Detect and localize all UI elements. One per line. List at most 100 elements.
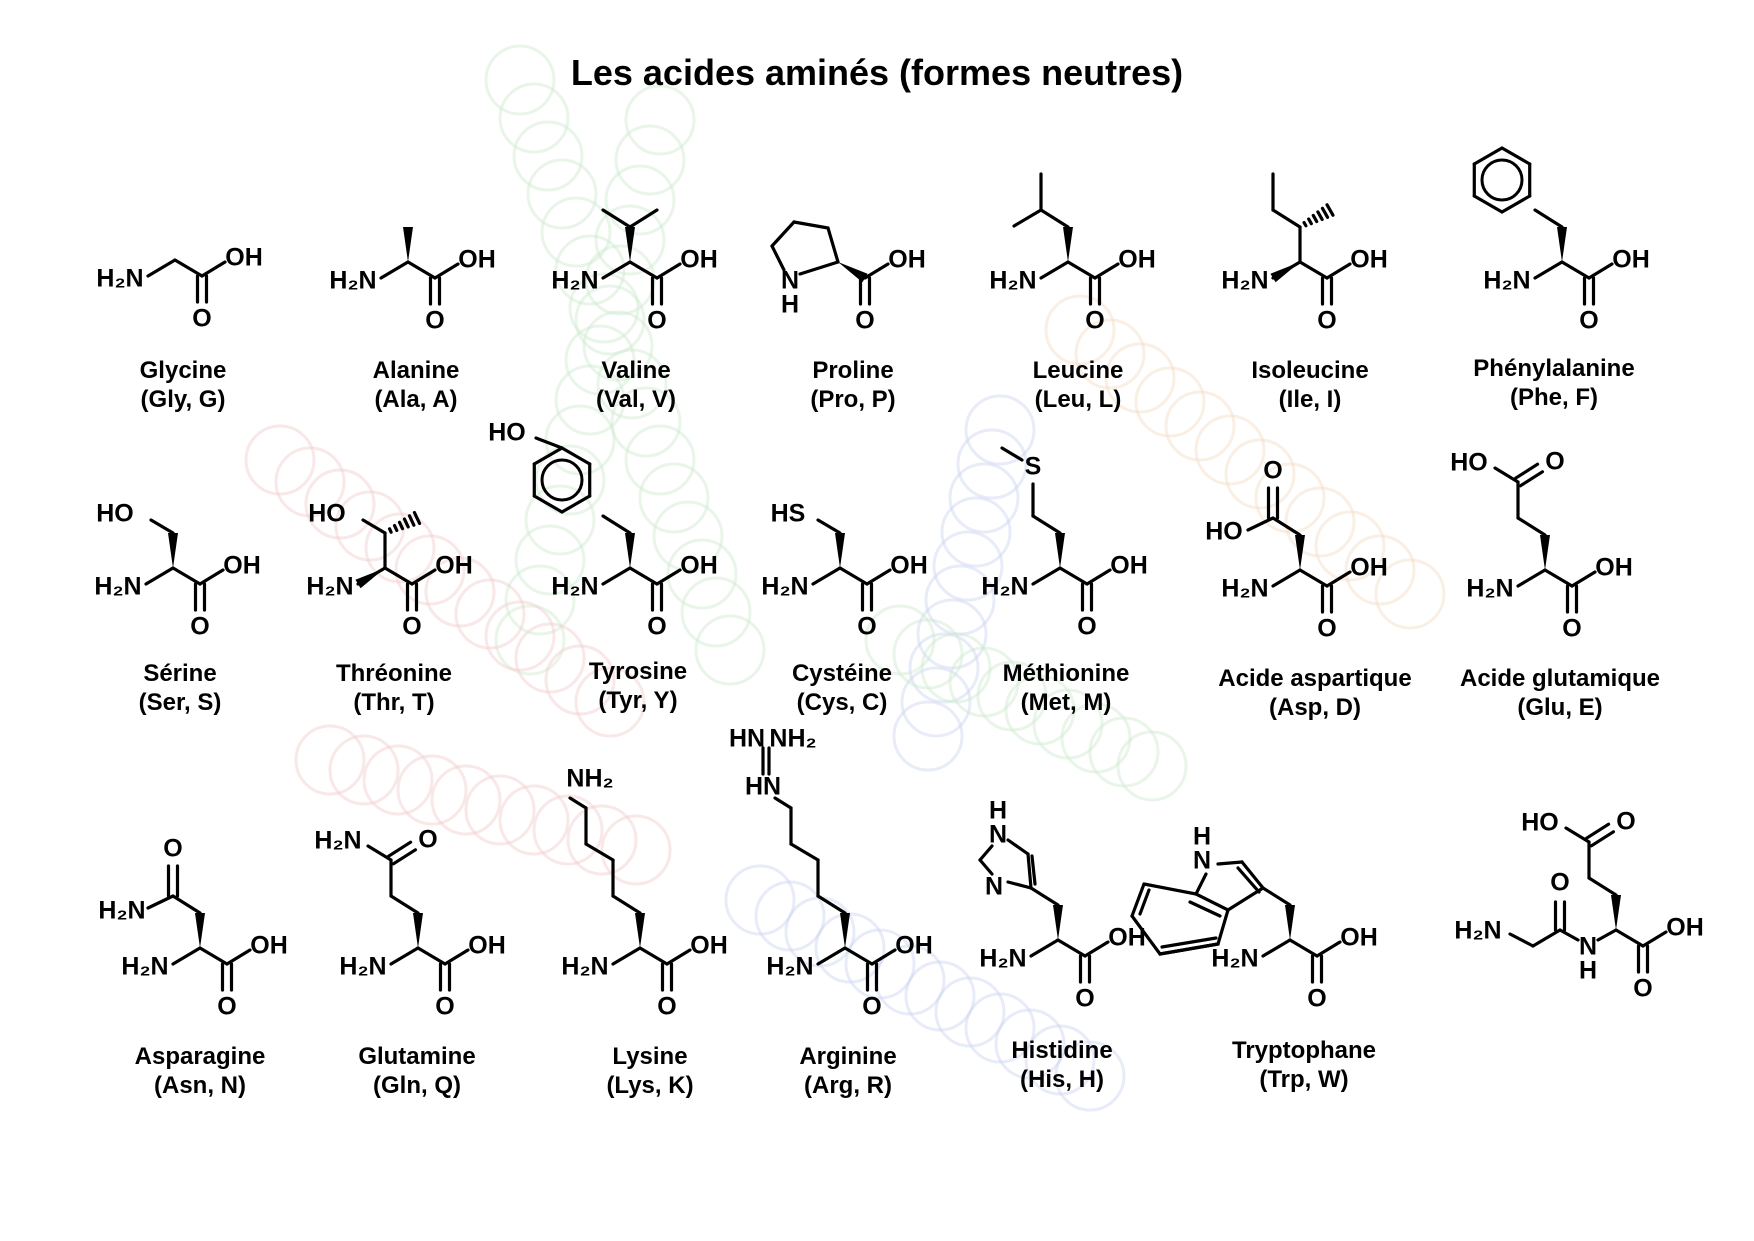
wedge-bond [625, 533, 635, 568]
atom-label: OH [1612, 246, 1650, 274]
bond [1236, 866, 1261, 894]
bond [1271, 208, 1302, 229]
atom-label: H₂N [306, 573, 353, 601]
atom-label: N [985, 873, 1003, 901]
helix-loop [934, 976, 1006, 1048]
bond [628, 566, 659, 586]
atom-label: O [1550, 869, 1569, 897]
atom-label: S [1025, 453, 1042, 481]
helix-loop [754, 880, 826, 952]
bond [1493, 466, 1520, 484]
bond [1085, 568, 1112, 586]
helix-loop [564, 324, 636, 396]
amino-acid-code: (Asp, D) [1269, 694, 1361, 721]
atom-label: O [190, 613, 209, 641]
bond [1130, 882, 1146, 918]
amino-acid-label: Lysine(Lys, K) [530, 1042, 770, 1100]
amino-acid-code: (Leu, L) [1034, 386, 1122, 413]
amino-acid-label: Isoleucine(Ile, I) [1190, 356, 1430, 414]
bond [1641, 930, 1668, 948]
helix-loop [394, 534, 466, 606]
bond [798, 260, 840, 276]
bond [1472, 194, 1504, 214]
wedge-bond [840, 913, 850, 948]
helix-loop [526, 158, 598, 230]
bond [560, 446, 592, 466]
bond [568, 796, 588, 810]
atom-label: OH [1350, 246, 1388, 274]
amino-acid-code: (Glu, E) [1517, 694, 1603, 721]
atom-label: O [862, 993, 881, 1021]
helix-loop [994, 1008, 1066, 1080]
bond [1516, 516, 1547, 537]
atom-label: H₂N [561, 953, 608, 981]
wedge-bond [635, 913, 645, 948]
helix-loop [900, 666, 972, 738]
helix-loop [604, 164, 676, 236]
bond [1560, 260, 1591, 280]
helix-loop [1074, 318, 1146, 390]
amino-acid-code: (Ile, I) [1278, 386, 1342, 413]
atom-label: O [163, 835, 182, 863]
wedge-bond [1295, 535, 1305, 570]
amino-acid-name: Valine [601, 357, 671, 384]
amino-acid-name: Arginine [799, 1043, 897, 1070]
atom-label: H [989, 797, 1007, 825]
bond [638, 946, 669, 966]
bond [611, 946, 642, 966]
helix-loop [596, 348, 668, 420]
atom-label: OH [888, 246, 926, 274]
amino-acid-label: Cystéine(Cys, C) [722, 659, 962, 717]
bond [1587, 262, 1614, 280]
bond [816, 946, 847, 966]
bond [870, 948, 897, 966]
bond [1315, 940, 1342, 958]
bond [611, 894, 642, 915]
helix-loop [814, 912, 886, 984]
bond [838, 566, 869, 586]
atom-label: O [192, 305, 211, 333]
atom-label: OH [680, 246, 718, 274]
amino-acid-label: Asparagine(Asn, N) [80, 1042, 320, 1100]
atom-label: N [1579, 933, 1597, 961]
atom-label: H₂N [1221, 267, 1268, 295]
helix-loop [1088, 716, 1160, 788]
bond [402, 517, 410, 529]
amino-acid-label: Thréonine(Thr, T) [274, 659, 514, 717]
bond [1302, 220, 1308, 228]
helix-loop [916, 598, 988, 670]
bond [1500, 194, 1532, 214]
amino-acid-name: Phénylalanine [1473, 355, 1635, 382]
bond [1006, 838, 1030, 856]
amino-acid-code: (Val, V) [595, 386, 677, 413]
bond [1472, 146, 1504, 166]
bond [391, 848, 418, 866]
atom-label: OH [680, 552, 718, 580]
bond [1056, 938, 1087, 958]
bond [789, 842, 820, 862]
bond [410, 568, 437, 586]
helix-loop [940, 496, 1012, 568]
bond [770, 244, 786, 272]
wedge-bond [1285, 905, 1295, 940]
helix-loop [1314, 510, 1386, 582]
amino-acid-name: Asparagine [134, 1043, 266, 1070]
helix-loop [1284, 486, 1356, 558]
amino-acid-label: Glycine(Gly, G) [63, 356, 303, 414]
helix-loop [566, 804, 638, 876]
helix-loop [1116, 730, 1188, 802]
helix-loop [294, 724, 366, 796]
wedge-bond [625, 227, 635, 262]
amino-acid-name: Acide glutamique [1459, 665, 1661, 692]
bond [1298, 568, 1329, 588]
bond [1589, 830, 1616, 848]
bond [146, 258, 177, 278]
wedge-bond [1055, 533, 1065, 568]
helix-loop [1032, 688, 1104, 760]
bond [534, 436, 564, 450]
amino-acid-name: Leucine [1032, 357, 1124, 384]
helix-loop [544, 644, 616, 716]
bond [1587, 876, 1618, 897]
bond [1508, 932, 1535, 948]
